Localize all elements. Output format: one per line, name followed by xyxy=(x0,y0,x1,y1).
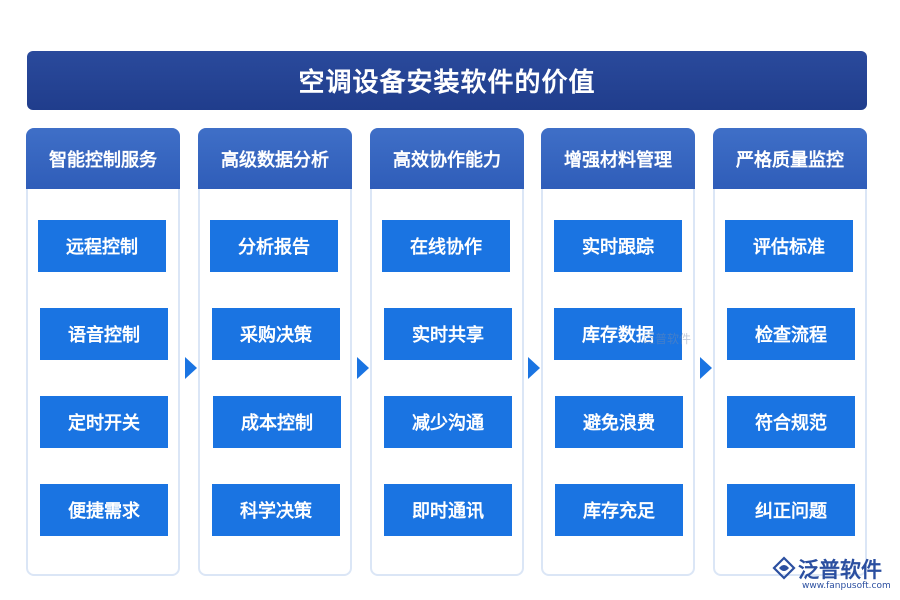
diagram-title: 空调设备安装软件的价值 xyxy=(27,51,867,110)
list-item: 成本控制 xyxy=(213,396,341,448)
list-item: 语音控制 xyxy=(40,308,168,360)
list-item: 科学决策 xyxy=(212,484,340,536)
column-header: 严格质量监控 xyxy=(713,128,867,189)
list-item: 检查流程 xyxy=(727,308,855,360)
list-item: 实时共享 xyxy=(384,308,512,360)
list-item: 实时跟踪 xyxy=(554,220,682,272)
list-item: 减少沟通 xyxy=(384,396,512,448)
column-header: 高效协作能力 xyxy=(370,128,524,189)
list-item: 即时通讯 xyxy=(384,484,512,536)
column-quality-control: 严格质量监控 评估标准 检查流程 符合规范 纠正问题 xyxy=(713,128,867,576)
brand-logo: 泛普软件 www.fanpusoft.com xyxy=(772,554,892,594)
list-item: 采购决策 xyxy=(212,308,340,360)
column-data-analysis: 高级数据分析 分析报告 采购决策 成本控制 科学决策 xyxy=(198,128,352,576)
list-item: 在线协作 xyxy=(382,220,510,272)
chevron-right-icon xyxy=(185,357,197,379)
chevron-right-icon xyxy=(528,357,540,379)
fanpu-logo-icon xyxy=(772,556,796,580)
column-header: 高级数据分析 xyxy=(198,128,352,189)
list-item: 库存数据 xyxy=(554,308,682,360)
chevron-right-icon xyxy=(357,357,369,379)
column-header: 智能控制服务 xyxy=(26,128,180,189)
watermark: 泛普软件 xyxy=(643,332,692,346)
list-item: 避免浪费 xyxy=(555,396,683,448)
column-material-management: 增强材料管理 实时跟踪 库存数据 避免浪费 库存充足 xyxy=(541,128,695,576)
list-item: 库存充足 xyxy=(555,484,683,536)
list-item: 定时开关 xyxy=(40,396,168,448)
column-header: 增强材料管理 xyxy=(541,128,695,189)
column-smart-control: 智能控制服务 远程控制 语音控制 定时开关 便捷需求 xyxy=(26,128,180,576)
logo-name: 泛普软件 xyxy=(798,558,882,582)
logo-url: www.fanpusoft.com xyxy=(802,581,891,591)
list-item: 便捷需求 xyxy=(40,484,168,536)
list-item: 纠正问题 xyxy=(727,484,855,536)
list-item: 分析报告 xyxy=(210,220,338,272)
column-collaboration: 高效协作能力 在线协作 实时共享 减少沟通 即时通讯 xyxy=(370,128,524,576)
chevron-right-icon xyxy=(700,357,712,379)
list-item: 远程控制 xyxy=(38,220,166,272)
list-item: 符合规范 xyxy=(727,396,855,448)
list-item: 评估标准 xyxy=(725,220,853,272)
